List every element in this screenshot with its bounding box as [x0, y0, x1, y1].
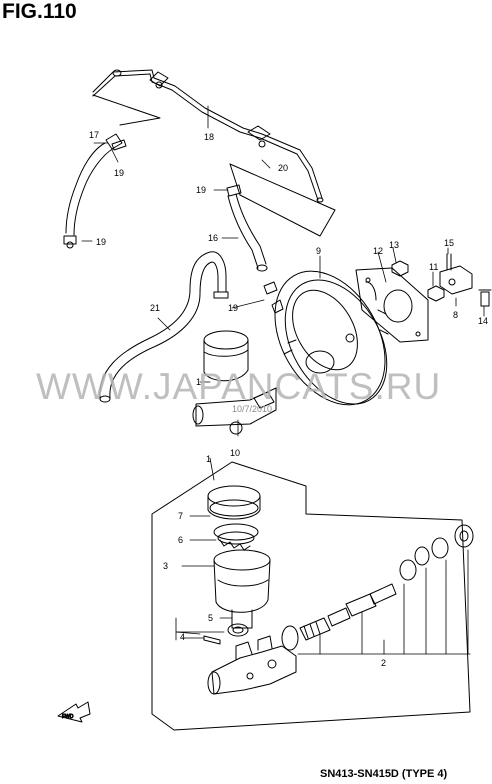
reservoir-3	[213, 549, 271, 629]
figure-title: FIG.110	[2, 0, 77, 23]
front-direction-arrow-icon: FWD	[57, 701, 91, 723]
reservoir-cap-7	[207, 485, 261, 520]
exploded-view-frame	[151, 461, 471, 731]
callout-19: 19	[196, 185, 206, 195]
callout-17: 17	[89, 130, 99, 140]
master-cylinder-assembly-upper	[192, 330, 277, 435]
piston-assembly-2	[281, 524, 474, 651]
callout-4: 4	[180, 632, 185, 642]
gasket-12	[355, 267, 429, 343]
callout-12: 12	[373, 246, 383, 256]
callout-10: 10	[230, 448, 240, 458]
callout-13: 13	[389, 240, 399, 250]
callout-7: 7	[178, 511, 183, 521]
callout-18: 18	[204, 132, 214, 142]
vacuum-hose-17	[63, 133, 127, 249]
pin-4	[203, 635, 221, 645]
callout-11: 11	[429, 262, 438, 272]
callout-20: 20	[278, 163, 288, 173]
vacuum-hose-21	[99, 251, 229, 403]
small-parts	[391, 253, 492, 307]
model-code: SN413-SN415D (TYPE 4)	[320, 768, 448, 780]
callout-19: 19	[228, 303, 238, 313]
callout-19: 19	[96, 237, 106, 247]
callout-8: 8	[453, 310, 458, 320]
callout-19: 19	[114, 168, 124, 178]
watermark-text: WWW.JAPANCATS.RU	[36, 366, 442, 407]
callout-5: 5	[208, 613, 213, 623]
callout-6: 6	[178, 535, 183, 545]
leader-lines	[81, 105, 485, 655]
callout-14: 14	[478, 316, 488, 326]
seal-5	[227, 623, 249, 637]
master-cylinder-body	[207, 635, 297, 695]
callout-3: 3	[163, 561, 168, 571]
callout-9: 9	[316, 246, 321, 256]
callout-15: 15	[444, 238, 454, 248]
callout-1: 1	[206, 454, 211, 464]
date-stamp: 10/7/2010	[232, 404, 273, 414]
callout-16: 16	[208, 233, 218, 243]
vacuum-hose-16	[226, 184, 278, 295]
callout-21: 21	[150, 303, 160, 313]
vacuum-pipe-18	[92, 69, 336, 237]
callout-2: 2	[381, 658, 386, 668]
callout-1: 1	[196, 377, 201, 387]
diaphragm-6	[213, 523, 259, 551]
callout-numbers: 17 19 18 20 19 16 19 9 12 13 15 11 8 14 …	[89, 130, 488, 668]
svg-text:FWD: FWD	[62, 714, 74, 720]
